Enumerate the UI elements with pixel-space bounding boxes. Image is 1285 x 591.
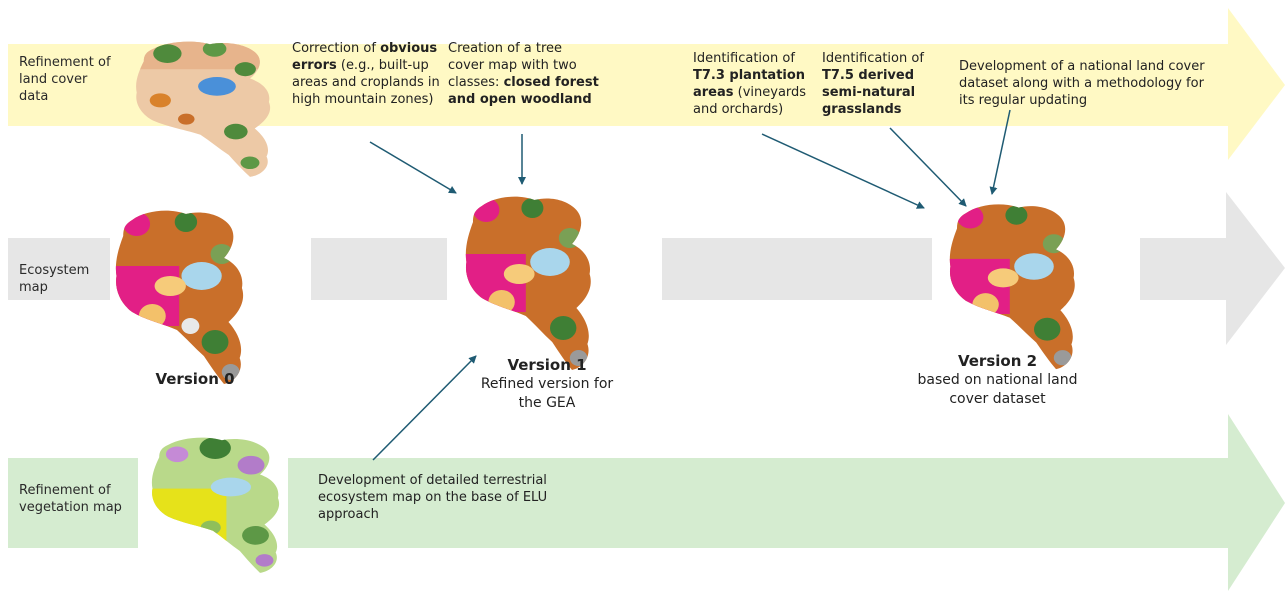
annotation-obvious-errors: Correction of obvious errors (e.g., buil… <box>292 41 440 107</box>
ecosystem-band-segment <box>662 238 932 300</box>
row-label-vegetation: Refinement of vegetation map <box>19 483 122 515</box>
ecosystem-map-icon-v2 <box>949 204 1075 370</box>
annotation-grasslands: Identification of T7.5 derived semi-natu… <box>822 51 924 117</box>
vegetation-band-segment <box>8 458 138 548</box>
version-2-subtitle: based on national land cover dataset <box>917 372 1078 407</box>
ecosystem-band-segment <box>311 238 447 300</box>
ecosystem-band-arrow <box>1140 192 1285 345</box>
vegetation-map-icon <box>151 437 280 573</box>
ecosystem-band-segment <box>8 238 110 300</box>
annotation-national-dataset: Development of a national land cover dat… <box>959 59 1205 108</box>
connector-arrow <box>889 127 967 207</box>
annotation-plantation: Identification of T7.3 plantation areas … <box>693 51 807 117</box>
version-2-label: Version 2 based on national land cover d… <box>910 352 1085 409</box>
version-1-label: Version 1 Refined version for the GEA <box>472 356 622 413</box>
connector-arrow <box>761 133 925 209</box>
ecosystem-map-icon-v0 <box>115 210 244 384</box>
vegetation-band-arrow <box>288 414 1285 591</box>
annotation-tree-cover: Creation of a tree cover map with two cl… <box>448 41 599 107</box>
version-0-title: Version 0 <box>155 370 235 388</box>
row-label-ecosystem: Ecosystem map <box>19 263 90 295</box>
connector-arrow <box>369 141 457 194</box>
row-label-land-cover: Refinement of land cover data <box>19 55 111 104</box>
version-0-label: Version 0 <box>130 370 260 389</box>
version-2-title: Version 2 <box>957 352 1038 370</box>
ecosystem-map-icon-v1 <box>465 196 591 370</box>
version-1-title: Version 1 <box>507 356 587 374</box>
annotation-elu-approach: Development of detailed terrestrial ecos… <box>318 473 548 522</box>
land-cover-band-arrow <box>8 8 1285 160</box>
connector-arrow <box>989 109 1011 195</box>
version-1-subtitle: Refined version for the GEA <box>480 376 614 411</box>
connector-arrow <box>372 355 477 461</box>
